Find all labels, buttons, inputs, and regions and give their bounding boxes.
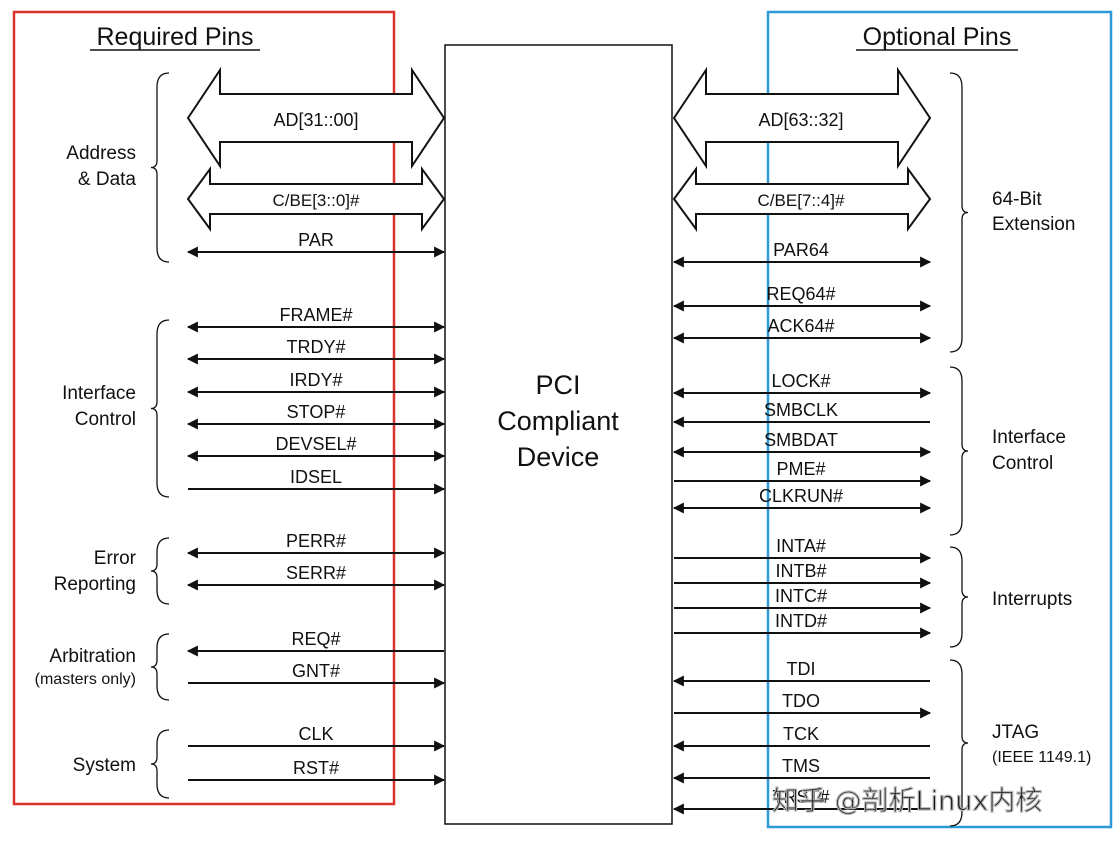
group-jtag-line2: (IEEE 1149.1)	[992, 749, 1091, 766]
group-brace	[150, 537, 170, 605]
group-brace	[949, 659, 969, 827]
signal-label: STOP#	[287, 402, 346, 422]
signal-label: GNT#	[292, 661, 340, 681]
signal-label: TMS	[782, 756, 820, 776]
group-error-reporting-line1: Error	[94, 548, 137, 569]
signal-label: REQ#	[291, 629, 340, 649]
group-system-line1: System	[73, 755, 136, 776]
left-bus-arrows: AD[31::00] C/BE[3::0]#	[186, 66, 446, 233]
group-jtag-line1: JTAG	[992, 722, 1039, 743]
bus-label: C/BE[7::4]#	[758, 191, 845, 210]
bus-arrow	[186, 165, 446, 233]
signal-label: PME#	[776, 459, 825, 479]
signal-label: IDSEL	[290, 467, 342, 487]
signal-label: FRAME#	[279, 305, 352, 325]
signal-label: TRDY#	[286, 337, 345, 357]
group-interface-control-r-line1: Interface	[992, 427, 1066, 448]
signal-label: INTB#	[775, 561, 826, 581]
group-error-reporting-line2: Reporting	[54, 574, 136, 595]
signal-label: ACK64#	[767, 316, 834, 336]
group-brace	[150, 729, 170, 799]
signal-label: IRDY#	[289, 370, 342, 390]
device-line-1: PCI	[535, 370, 580, 400]
group-brace	[949, 366, 969, 536]
bus-label: C/BE[3::0]#	[273, 191, 360, 210]
group-brace	[150, 319, 170, 498]
signal-label: INTD#	[775, 611, 827, 631]
bus-arrow	[672, 165, 932, 233]
signal-label: CLK	[298, 724, 333, 744]
signal-label: PERR#	[286, 531, 346, 551]
group-brace	[150, 72, 170, 263]
signal-label: SMBDAT	[764, 430, 838, 450]
signal-label: SMBCLK	[764, 400, 838, 420]
pci-device-box	[444, 44, 673, 825]
bus-arrow	[186, 66, 446, 170]
signal-label: CLKRUN#	[759, 486, 843, 506]
group-brace	[949, 546, 969, 648]
signal-label: TDO	[782, 691, 820, 711]
group-address-data-line2: & Data	[78, 169, 137, 190]
signal-label: DEVSEL#	[275, 434, 356, 454]
signal-label: RST#	[293, 758, 339, 778]
signal-label: PAR64	[773, 240, 829, 260]
required-pins-header: Required Pins	[96, 23, 253, 51]
group-interrupts-line1: Interrupts	[992, 589, 1072, 610]
pci-device-label: PCI Compliant Device	[497, 370, 619, 472]
signal-label: SERR#	[286, 563, 346, 583]
group-arbitration-line1: Arbitration	[49, 646, 136, 667]
signal-label: LOCK#	[771, 371, 830, 391]
signal-label: TCK	[783, 724, 819, 744]
signal-label: REQ64#	[766, 284, 835, 304]
group-64bit-line2: Extension	[992, 214, 1075, 235]
group-interface-control-line2: Control	[75, 409, 136, 430]
watermark-text: 知乎 @剖析Linux内核	[772, 786, 1042, 817]
optional-pins-frame	[766, 10, 1113, 829]
optional-pins-header: Optional Pins	[863, 23, 1012, 51]
device-line-2: Compliant	[497, 406, 619, 436]
group-interface-control-r-line2: Control	[992, 453, 1053, 474]
group-brace	[949, 72, 969, 353]
right-group-labels: 64-Bit Extension Interface Control Inter…	[992, 189, 1091, 766]
group-brace	[150, 633, 170, 701]
group-interface-control-line1: Interface	[62, 383, 136, 404]
group-braces	[150, 72, 969, 827]
signal-label: INTA#	[776, 536, 826, 556]
right-bus-arrows: AD[63::32] C/BE[7::4]#	[672, 66, 932, 233]
left-signal-lines: PAR FRAME# TRDY# IRDY# STOP# DEVSEL# IDSEL PERR…	[186, 230, 446, 786]
left-group-labels: Address & Data Interface Control Error R…	[35, 143, 137, 776]
bus-label: AD[31::00]	[273, 110, 358, 130]
required-pins-frame	[12, 10, 396, 806]
bus-label: AD[63::32]	[758, 110, 843, 130]
bus-arrow	[672, 66, 932, 170]
signal-label: PAR	[298, 230, 334, 250]
signal-label: TDI	[787, 659, 816, 679]
group-address-data-line1: Address	[66, 143, 136, 164]
device-line-3: Device	[517, 442, 600, 472]
signal-label: INTC#	[775, 586, 827, 606]
group-arbitration-line2: (masters only)	[35, 671, 136, 688]
signal-label: TRST#	[772, 787, 829, 807]
group-64bit-line1: 64-Bit	[992, 189, 1042, 210]
